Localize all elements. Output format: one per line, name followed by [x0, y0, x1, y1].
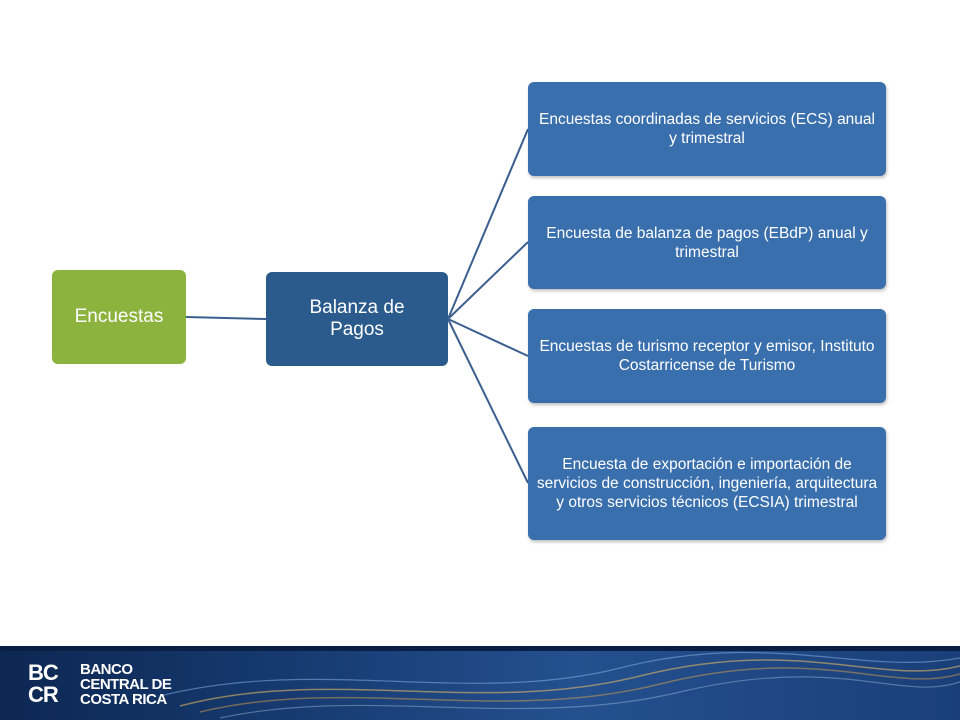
- connector-middle-to-leaf-1: [447, 128, 529, 320]
- leaf-node-turismo: Encuestas de turismo receptor y emisor, …: [528, 309, 886, 403]
- logo-mark-top: BC: [28, 660, 59, 685]
- root-node-encuestas: Encuestas: [52, 270, 186, 364]
- middle-node-label: Balanza de Pagos: [309, 297, 405, 340]
- root-node-label: Encuestas: [74, 306, 164, 327]
- footer-wave-decoration: [159, 651, 960, 719]
- leaf-node-ecsia: Encuesta de exportación e importación de…: [528, 427, 886, 540]
- logo-mark-bottom: CR: [28, 682, 59, 707]
- middle-node-balanza-de-pagos: Balanza de Pagos: [266, 272, 448, 366]
- logo-line-2: CENTRAL DE: [80, 676, 172, 693]
- leaf-node-label: Encuesta de exportación e importación de…: [536, 456, 878, 511]
- footer-banner: BC CR BANCO CENTRAL DE COSTA RICA: [0, 646, 960, 720]
- logo-line-3: COSTA RICA: [80, 691, 167, 708]
- leaf-node-label: Encuesta de balanza de pagos (EBdP) anua…: [546, 224, 868, 261]
- leaf-node-label: Encuestas coordinadas de servicios (ECS)…: [538, 111, 875, 147]
- bccr-logo-mark: BC CR: [28, 662, 74, 714]
- footer-top-stripe: [0, 646, 960, 651]
- bccr-logo-text: BANCO CENTRAL DE COSTA RICA: [80, 661, 172, 708]
- leaf-node-ebdp: Encuesta de balanza de pagos (EBdP) anua…: [528, 196, 886, 289]
- leaf-node-label: Encuestas de turismo receptor y emisor, …: [539, 338, 875, 374]
- connector-middle-to-leaf-4: [447, 318, 529, 484]
- connector-middle-to-leaf-3: [447, 318, 529, 357]
- leaf-node-ecs: Encuestas coordinadas de servicios (ECS)…: [528, 82, 886, 176]
- logo-line-1: BANCO: [80, 661, 133, 678]
- connector-middle-to-leaf-2: [447, 241, 529, 320]
- connector-root-to-middle: [185, 316, 267, 320]
